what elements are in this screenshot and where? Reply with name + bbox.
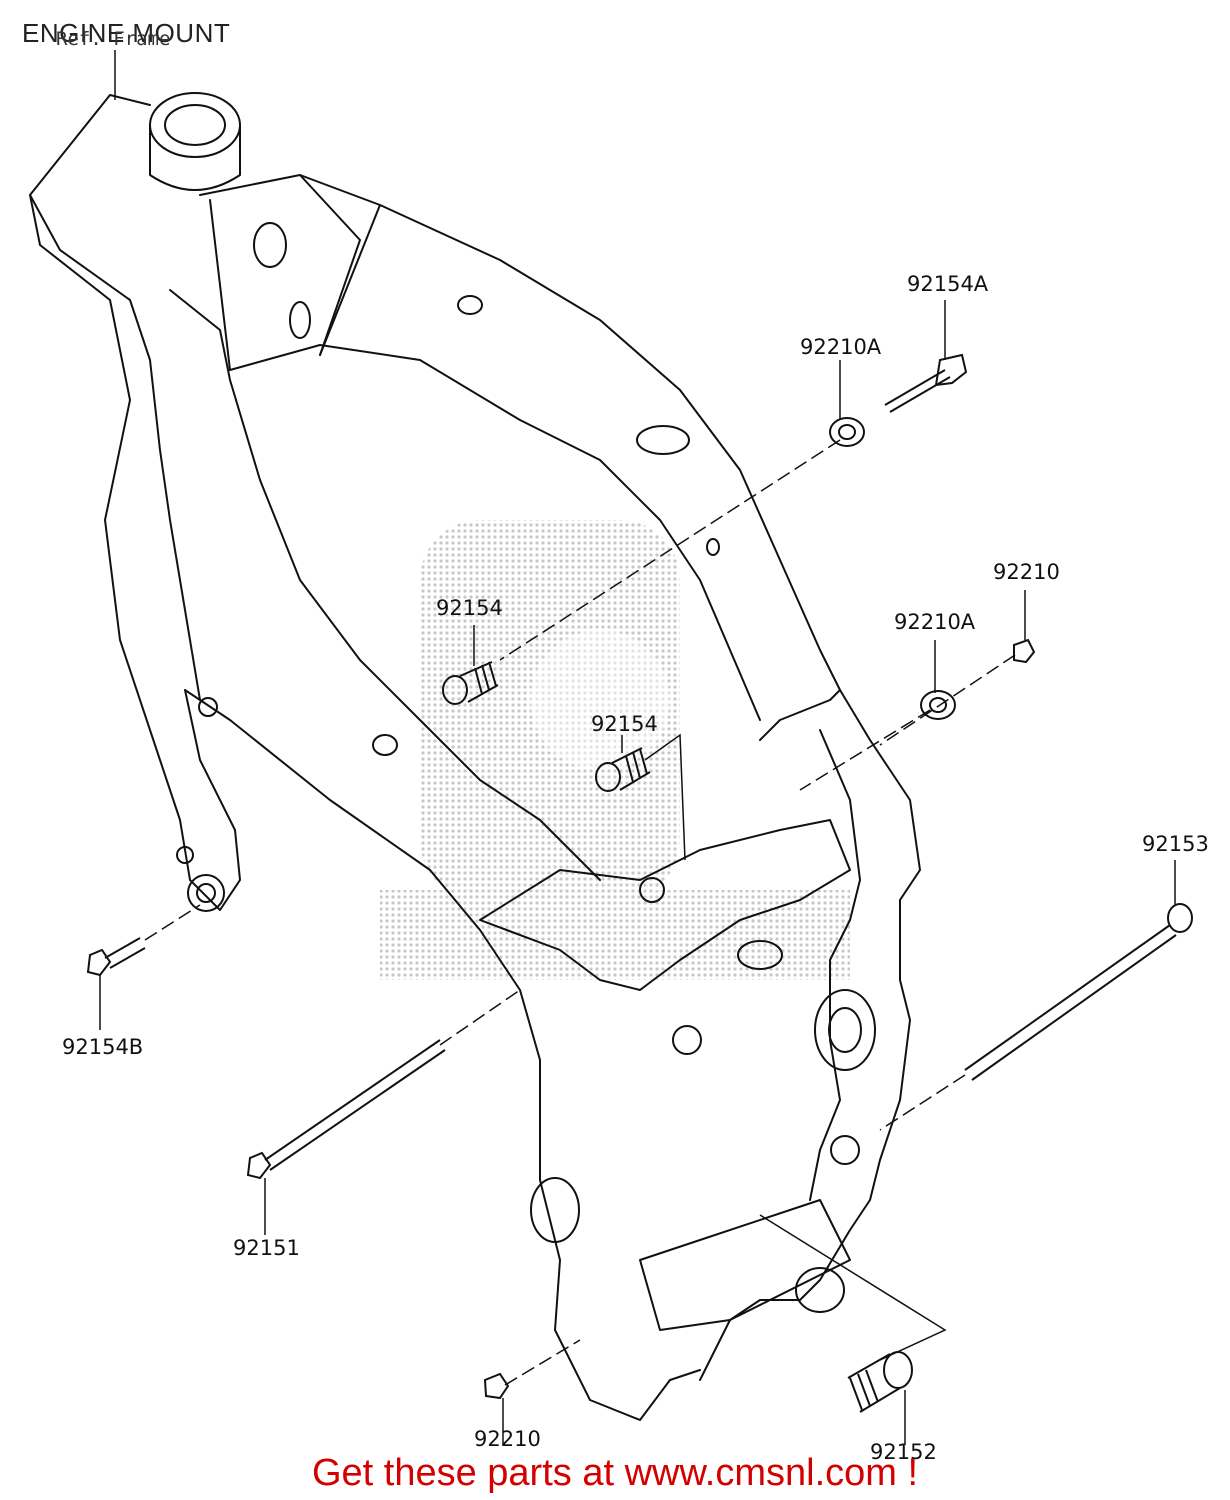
adjuster-92154-left — [442, 661, 499, 705]
cross-member — [479, 819, 851, 991]
nut-92210-bottom — [483, 1372, 510, 1400]
watermark-logo — [380, 520, 850, 980]
centerline-lower-left — [439, 989, 521, 1046]
frame-right-lower — [699, 689, 921, 1381]
bracket-92154 — [644, 733, 686, 861]
callout-92210A-top[interactable]: 92210A — [800, 335, 882, 359]
footer-link-text[interactable]: Get these parts at www.cmsnl.com ! — [311, 1452, 919, 1494]
bolt-92151 — [246, 1039, 446, 1180]
callout-92210-bottom[interactable]: 92210 — [474, 1427, 541, 1451]
callout-92153[interactable]: 92153 — [1142, 832, 1209, 856]
callout-92154-mid[interactable]: 92154 — [591, 712, 658, 736]
callout-92154B[interactable]: 92154B — [62, 1035, 144, 1059]
frame-left-spar — [29, 94, 701, 1421]
reference-label: Ref. Frame — [56, 28, 171, 50]
callout-92210[interactable]: 92210 — [993, 560, 1060, 584]
centerline-upper — [499, 439, 841, 661]
bracket-92152 — [759, 1214, 947, 1361]
bolt-92154B — [86, 937, 146, 977]
bolt-92153 — [964, 903, 1193, 1081]
nut-92210-top — [1013, 638, 1036, 664]
collar-92210A-mid — [920, 690, 956, 720]
centerline-lower-right — [879, 1074, 966, 1131]
adjuster-92152 — [847, 1351, 913, 1413]
callout-92154-left[interactable]: 92154 — [436, 596, 503, 620]
collar-92210A-top — [829, 417, 865, 447]
centerline-bottom — [504, 1339, 581, 1386]
centerline-mid — [799, 654, 1016, 791]
steering-head — [149, 92, 241, 191]
callout-92152[interactable]: 92152 — [870, 1440, 937, 1464]
adjuster-92154-mid — [595, 747, 651, 792]
callout-92210A-mid[interactable]: 92210A — [894, 610, 976, 634]
callout-92154A[interactable]: 92154A — [907, 272, 989, 296]
centerline-left — [144, 904, 201, 941]
callout-92151[interactable]: 92151 — [233, 1236, 300, 1260]
diagram-title: ENGINE MOUNT — [22, 18, 231, 48]
pivot-mount — [639, 1199, 851, 1331]
bolt-92154A — [884, 353, 968, 413]
